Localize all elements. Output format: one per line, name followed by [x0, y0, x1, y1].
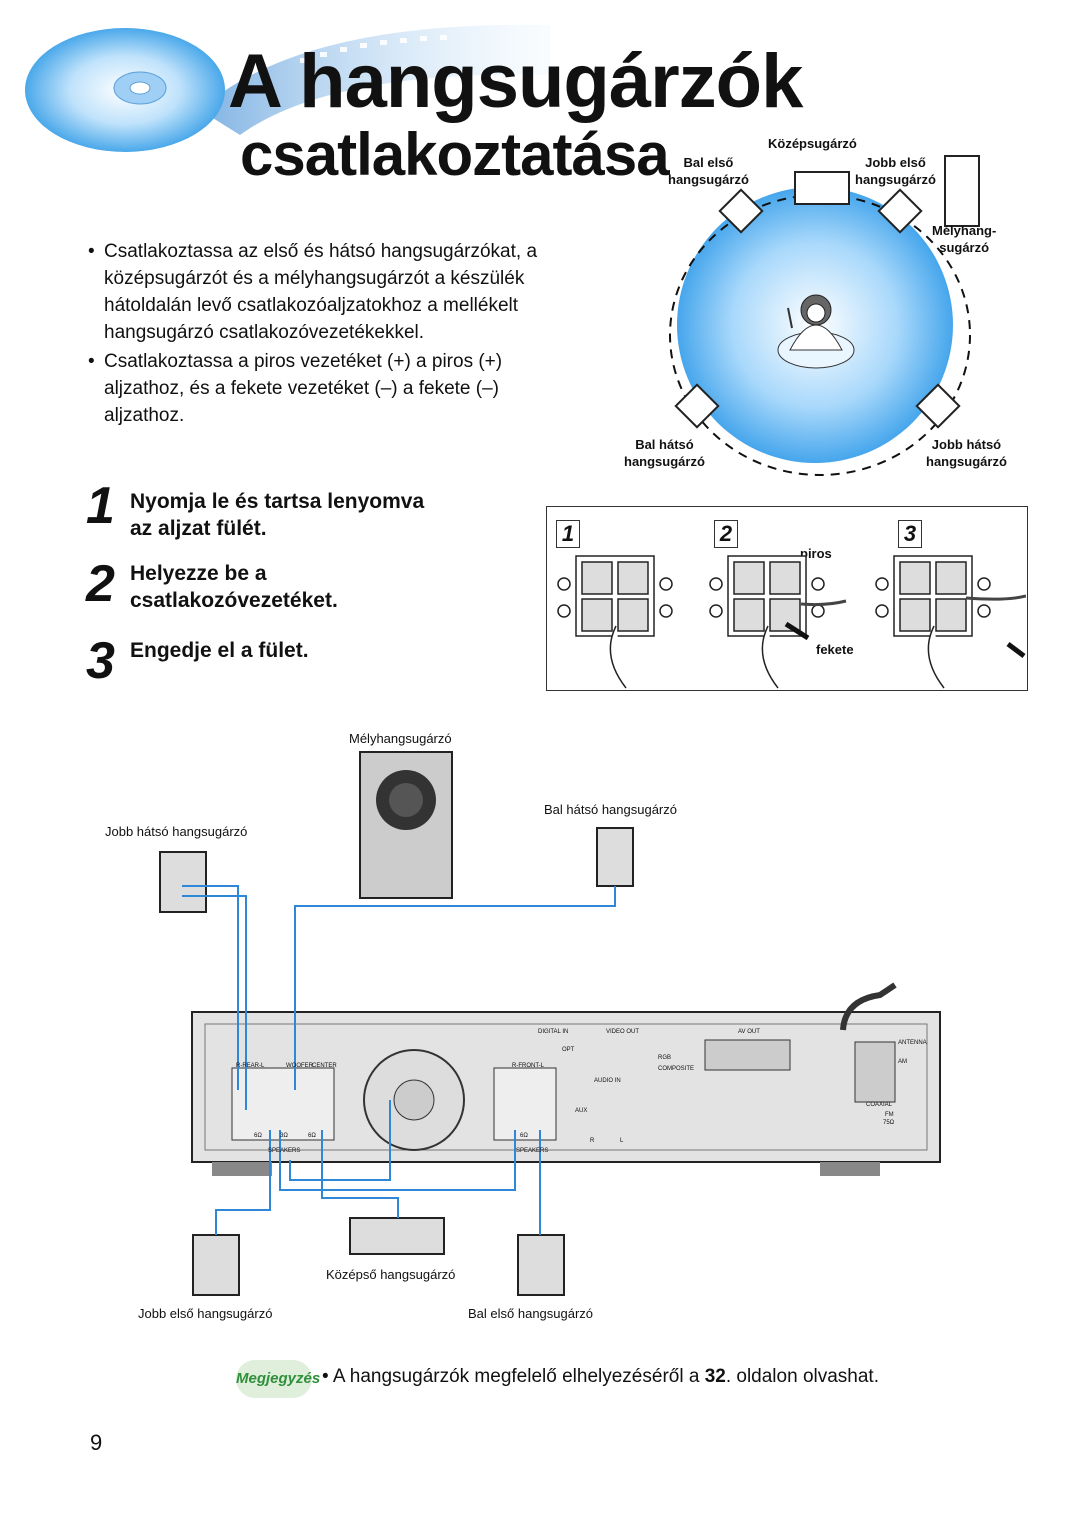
step-number: 2 — [86, 555, 115, 613]
front-group-label: R-FRONT-L — [512, 1063, 544, 1069]
note-badge: Megjegyzés — [236, 1360, 320, 1398]
panel-number: 3 — [898, 520, 922, 548]
instructions-list: Csatlakoztassa az első és hátsó hangsugá… — [88, 238, 558, 431]
black-wire-label: fekete — [816, 642, 854, 657]
impedance-label: 6Ω — [254, 1133, 262, 1139]
center-speaker — [349, 1217, 445, 1255]
audio-in-label: AUDIO IN — [594, 1078, 621, 1084]
woofer-label: WOOFER — [286, 1063, 313, 1069]
note-text: • A hangsugárzók megfelelő elhelyezésérő… — [322, 1366, 879, 1387]
wiring-front-left-label: Bal első hangsugárzó — [468, 1306, 594, 1321]
note-text-part: . oldalon olvashat. — [725, 1366, 879, 1387]
red-wire-label: piros — [800, 546, 832, 561]
rear-group-label: R-REAR-L — [236, 1063, 265, 1069]
panel-number: 1 — [556, 520, 580, 548]
wiring-rear-left-label: Bal hátsó hangsugárzó — [544, 802, 677, 817]
front-right-speaker — [192, 1234, 240, 1296]
rear-right-speaker — [159, 851, 207, 913]
coaxial-label: COAXIAL — [866, 1102, 893, 1108]
wiring-diagram — [159, 751, 941, 1296]
wiring-front-right-label: Jobb első hangsugárzó — [138, 1306, 273, 1321]
note-page-ref: 32 — [704, 1366, 726, 1387]
rear-left-speaker — [596, 827, 634, 887]
fm-ohm-label: 75Ω — [883, 1120, 895, 1126]
page-title-line2: csatlakoztatása — [240, 121, 670, 188]
video-out-label: VIDEO OUT — [606, 1029, 640, 1035]
rgb-label: RGB — [658, 1055, 672, 1061]
left-channel-label: L — [620, 1138, 624, 1144]
subwoofer-label: Mélyhang-sugárzó — [932, 223, 997, 255]
wiring-subwoofer-label: Mélyhangsugárzó — [349, 731, 452, 746]
listener-icon — [777, 294, 855, 369]
disc-graphic — [25, 24, 550, 152]
step-number: 1 — [86, 477, 115, 535]
wiring-rear-right-label: Jobb hátsó hangsugárzó — [105, 824, 248, 839]
impedance-label: 3Ω — [280, 1133, 288, 1139]
antenna-label: ANTENNA — [898, 1040, 927, 1046]
step-text: Engedje el a fület. — [130, 639, 309, 662]
digital-in-label: DIGITAL IN — [538, 1029, 569, 1035]
speakers-label: SPEAKERS — [516, 1148, 549, 1154]
composite-label: COMPOSITE — [658, 1066, 695, 1072]
step-number: 3 — [86, 632, 115, 690]
aux-label: AUX — [575, 1108, 588, 1114]
front-left-speaker — [517, 1234, 565, 1296]
impedance-label: 6Ω — [520, 1133, 528, 1139]
instruction-bullet: Csatlakoztassa az első és hátsó hangsugá… — [88, 238, 558, 346]
terminal-illustrations — [557, 555, 1026, 689]
center-terminal-label: CENTER — [312, 1063, 337, 1069]
am-label: AM — [898, 1059, 907, 1065]
page-number: 9 — [90, 1430, 103, 1455]
page-title-line1: A hangsugárzók — [228, 39, 803, 124]
wiring-center-label: Középső hangsugárzó — [326, 1267, 456, 1282]
panel-number: 2 — [714, 520, 738, 548]
impedance-label: 6Ω — [308, 1133, 316, 1139]
center-speaker-label: Középsugárzó — [768, 136, 857, 151]
right-channel-label: R — [590, 1138, 595, 1144]
av-out-label: AV OUT — [738, 1029, 760, 1035]
opt-label: OPT — [562, 1047, 575, 1053]
instruction-bullet: Csatlakoztassa a piros vezetéket (+) a p… — [88, 348, 558, 429]
fm-label: FM — [885, 1112, 894, 1118]
note-text-part: A hangsugárzók megfelelő elhelyezéséről … — [332, 1366, 705, 1387]
speaker-layout-diagram — [669, 155, 980, 476]
speakers-label: SPEAKERS — [268, 1148, 301, 1154]
